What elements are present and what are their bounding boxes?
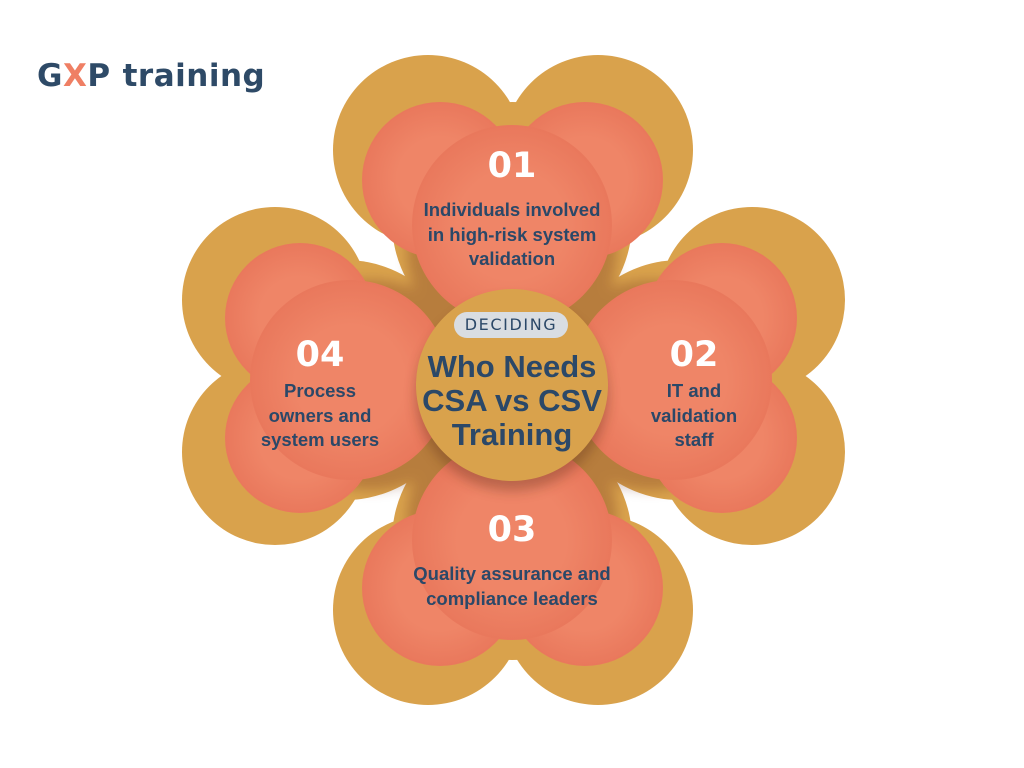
petal-03-text: 03 Quality assurance and compliance lead… (372, 510, 652, 611)
petal-04-line: Process (284, 380, 356, 401)
petal-04-text: 04 Process owners and system users (238, 335, 402, 453)
petal-04-shape (225, 243, 450, 513)
petal-04-description: Process owners and system users (238, 379, 402, 453)
petal-02-line: validation (650, 404, 738, 426)
petal-03-line: Quality assurance and (413, 563, 611, 584)
petal-02-line: staff (674, 429, 714, 450)
petal-03-shape (362, 440, 663, 666)
petal-02-line: IT and (666, 380, 722, 401)
petal-01-line: Individuals involved (423, 199, 601, 220)
petal-01-shape (362, 102, 663, 325)
petal-03-description: Quality assurance and compliance leaders (372, 562, 652, 611)
petal-01-base (412, 125, 612, 325)
petal-02-number: 02 (669, 335, 719, 375)
petal-01-description: Individuals involved in high-risk system… (392, 198, 632, 272)
logo-letter-x: X (62, 58, 88, 94)
petal-02-shape (572, 243, 797, 513)
petal-02-text: 02 IT and validation staff (614, 335, 774, 453)
petal-04-line: owners and (268, 404, 372, 426)
petal-01-text: 01 Individuals involved in high-risk sys… (392, 146, 632, 272)
petal-04-base (250, 280, 450, 480)
petal-01-line: validation (468, 248, 556, 269)
logo-letter-p: P (87, 58, 111, 94)
petal-04-line: system users (260, 429, 380, 450)
petal-02-base (572, 280, 772, 480)
petal-01-line: in high-risk system (427, 223, 597, 245)
petal-01-number: 01 (487, 146, 537, 186)
petal-04-number: 04 (295, 335, 345, 375)
center-title-line: CSA vs CSV (422, 383, 602, 418)
petal-03-number: 03 (487, 510, 537, 550)
petal-02-description: IT and validation staff (614, 379, 774, 453)
petal-03-base (412, 440, 612, 640)
center-title: Who Needs CSA vs CSV Training (392, 350, 632, 452)
petal-03-line: compliance leaders (426, 587, 598, 609)
deciding-badge: DECIDING (454, 312, 568, 338)
logo-word: training (122, 58, 266, 94)
center-title-line: Training (451, 417, 573, 452)
logo-letter-g: G (37, 58, 63, 94)
center-title-line: Who Needs (427, 349, 597, 384)
